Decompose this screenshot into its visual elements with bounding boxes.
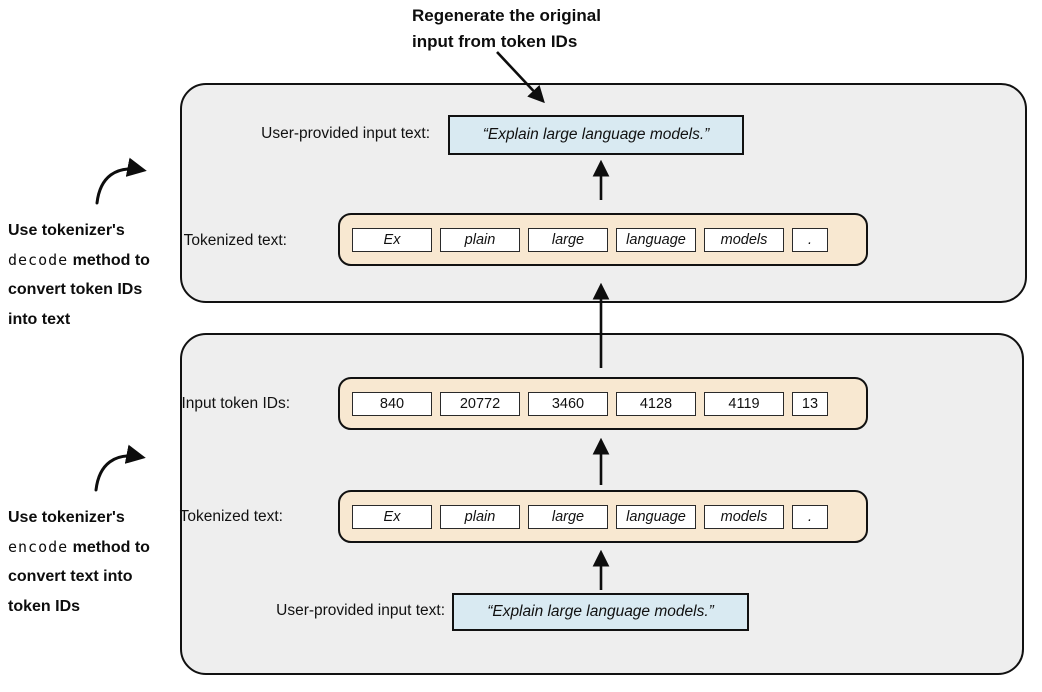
token-box: language (616, 227, 696, 252)
encode-method-code: encode (8, 537, 69, 556)
decode-tokenized-strip: Ex plain large language models . (338, 213, 868, 266)
decode-note: Use tokenizer's decode method to convert… (8, 216, 188, 334)
decode-note-line3: convert token IDs (8, 281, 143, 298)
token-box: models (704, 504, 784, 529)
token-box: large (528, 227, 608, 252)
regenerate-annotation-line2: input from token IDs (412, 32, 578, 51)
token-box: Ex (352, 504, 432, 529)
token-box: plain (440, 504, 520, 529)
token-id-box: 4128 (616, 391, 696, 416)
token-box: Ex (352, 227, 432, 252)
token-id-box: 13 (792, 391, 828, 416)
decode-note-line2: decode method to (8, 250, 150, 269)
decode-note-curved-arrow (95, 157, 147, 205)
encode-tokenized-label: Tokenized text: (179, 508, 283, 525)
regenerate-annotation-line1: Regenerate the original (412, 6, 601, 25)
encode-note-line4: token IDs (8, 597, 81, 615)
decode-note-line4: into text (8, 310, 71, 328)
token-box: . (792, 227, 828, 252)
decoded-text-label: User-provided input text: (261, 125, 430, 142)
token-box: models (704, 227, 784, 252)
user-input-label: User-provided input text: (276, 602, 445, 619)
encode-note-line1: Use tokenizer's (8, 509, 125, 526)
token-id-box: 4119 (704, 391, 784, 416)
decoded-text-value: “Explain large language models.” (482, 126, 710, 143)
user-input-value: “Explain large language models.” (487, 603, 714, 620)
user-input-box: “Explain large language models.” (452, 593, 749, 631)
encode-note-curved-arrow (94, 444, 146, 492)
token-box: large (528, 504, 608, 529)
decode-note-line1: Use tokenizer's (8, 222, 125, 239)
regenerate-annotation: Regenerate the original input from token… (412, 3, 601, 55)
token-ids-label: Input token IDs: (181, 395, 290, 412)
encode-note: Use tokenizer's encode method to convert… (8, 503, 188, 621)
token-id-box: 20772 (440, 391, 520, 416)
token-id-box: 840 (352, 391, 432, 416)
decode-method-code: decode (8, 250, 69, 269)
token-box: language (616, 504, 696, 529)
decoded-text-box: “Explain large language models.” (448, 115, 744, 155)
encode-note-line2: encode method to (8, 537, 150, 556)
token-box: plain (440, 227, 520, 252)
token-id-box: 3460 (528, 391, 608, 416)
token-ids-strip: 840 20772 3460 4128 4119 13 (338, 377, 868, 430)
encode-note-line3: convert text into (8, 568, 133, 585)
encode-tokenized-strip: Ex plain large language models . (338, 490, 868, 543)
decode-tokenized-label: Tokenized text: (183, 232, 287, 249)
token-box: . (792, 504, 828, 529)
